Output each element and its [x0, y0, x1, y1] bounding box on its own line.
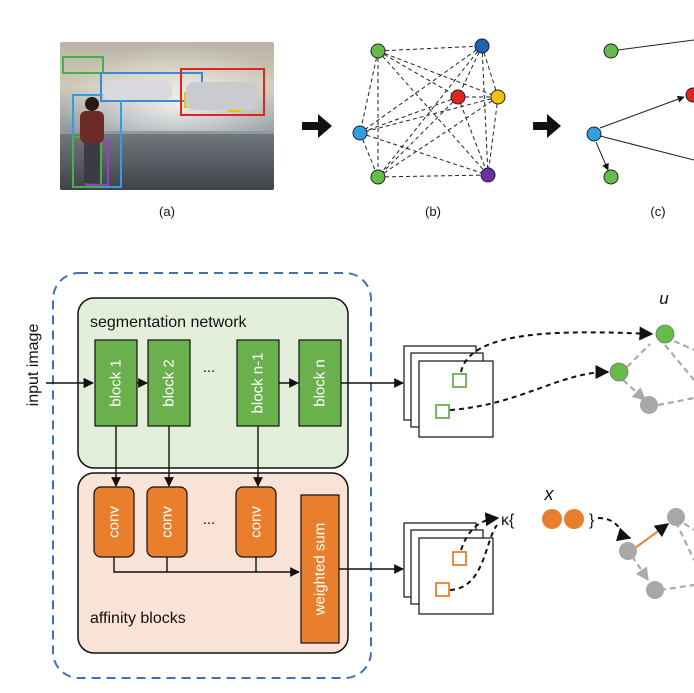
- conv-2: conv: [146, 486, 188, 558]
- x-node-1: [542, 509, 562, 529]
- block-n: block n: [298, 339, 342, 427]
- graph-c: [586, 39, 694, 185]
- kappa-open: κ{: [501, 512, 515, 529]
- block-n-1: block n-1: [236, 339, 280, 427]
- x-node-2: [564, 509, 584, 529]
- seg-feature-stack: [403, 345, 494, 438]
- conv-ellipsis: ...: [203, 511, 216, 528]
- block-n-1-label: block n-1: [250, 353, 267, 414]
- node-seg-gray: [640, 396, 658, 414]
- input-image-label: input image: [25, 324, 42, 407]
- car-shape: [102, 80, 258, 110]
- node-green-bottom: [370, 169, 386, 185]
- block-connectors: [111, 378, 404, 487]
- block-1: block 1: [94, 339, 138, 427]
- aff-graph-right: [619, 508, 694, 599]
- dashed-arrows: [449, 326, 654, 591]
- model-dashed-frame: [52, 272, 372, 679]
- big-arrow-1: [302, 114, 332, 138]
- node-green-top: [370, 43, 386, 59]
- weighted-sum-block: weighted sum: [300, 494, 340, 644]
- node-seg-green: [609, 362, 629, 382]
- node-navy: [474, 38, 490, 54]
- block-2-label: block 2: [161, 359, 178, 407]
- conv-1: conv: [93, 486, 135, 558]
- node-purple: [480, 167, 496, 183]
- conv-2-label: conv: [159, 506, 176, 538]
- node-c-blue: [586, 126, 602, 142]
- detection-box-red: [180, 68, 265, 116]
- aff-feature-stack: [403, 522, 494, 615]
- conv-3: conv: [235, 486, 277, 558]
- conv-3-label: conv: [248, 506, 265, 538]
- block-2: block 2: [147, 339, 191, 427]
- node-blue: [352, 125, 368, 141]
- weighted-sum-label: weighted sum: [312, 523, 329, 617]
- node-yellow: [490, 89, 506, 105]
- block-ellipsis: ...: [203, 359, 216, 376]
- node-aff-gray-top: [667, 508, 685, 526]
- caption-a: (a): [159, 204, 175, 219]
- conv-1-label: conv: [106, 506, 123, 538]
- node-c-red: [685, 87, 694, 103]
- seg-graph-right: [609, 324, 694, 414]
- node-aff-gray-left: [619, 542, 637, 560]
- caption-c: (c): [650, 204, 665, 219]
- node-c-green-bottom: [603, 169, 619, 185]
- x-label: x: [544, 484, 555, 504]
- graph-b-edges: [359, 45, 499, 178]
- orange-edge: [634, 523, 670, 549]
- u-label: u: [659, 289, 669, 308]
- affinity-title: affinity blocks: [90, 610, 186, 627]
- detection-box-green: [62, 56, 104, 74]
- block-n-label: block n: [312, 359, 329, 407]
- conv-connectors: [113, 557, 404, 577]
- block-1-label: block 1: [108, 359, 125, 407]
- node-u: [655, 324, 675, 344]
- node-red: [450, 89, 466, 105]
- affinity-panel: [77, 472, 349, 654]
- node-aff-gray-bottom: [646, 581, 664, 599]
- graph-b-nodes: [352, 38, 506, 185]
- big-arrow-2: [533, 114, 561, 138]
- person-figure: [80, 97, 104, 183]
- node-c-green-top: [603, 43, 619, 59]
- caption-b: (b): [425, 204, 441, 219]
- kappa-close: }: [589, 512, 595, 529]
- segmentation-title: segmentation network: [90, 314, 248, 331]
